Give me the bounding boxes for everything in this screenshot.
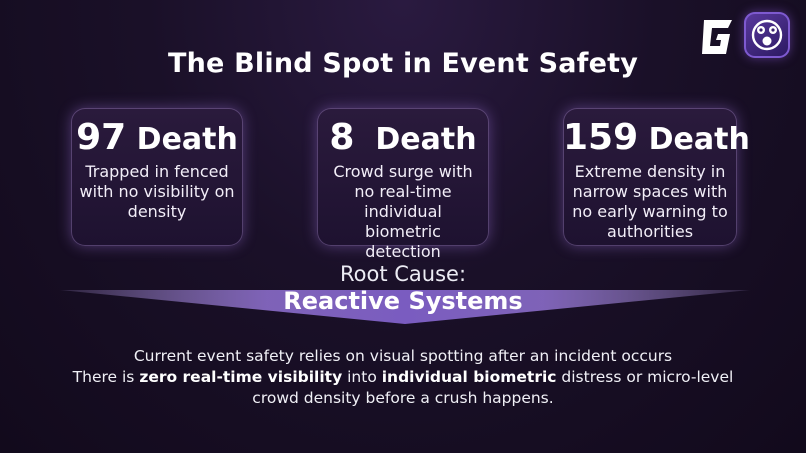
stat-unit: Death <box>375 122 477 157</box>
stat-headline: 97 Death <box>71 120 243 158</box>
body-line-2-prefix: There is <box>72 368 140 386</box>
body-line-3: crowd density before a crush happens. <box>252 389 554 407</box>
stat-number: 97 <box>76 117 127 158</box>
stat-unit: Death <box>136 122 238 157</box>
stat-headline: 8 Death <box>317 120 489 158</box>
root-cause-headline: Reactive Systems <box>283 287 523 315</box>
body-line-2-mid: into <box>342 368 382 386</box>
brand-g-logo-icon <box>702 20 732 54</box>
stat-description: Trapped in fenced with no visibility on … <box>79 162 235 221</box>
body-line-2-suffix: distress or micro-level <box>556 368 734 386</box>
crowd-sensor-icon <box>751 19 783 51</box>
page-title: The Blind Spot in Event Safety <box>167 48 638 79</box>
stat-number: 8 <box>329 117 355 158</box>
stat-headline: 159 Death <box>563 117 750 158</box>
stat-card-1: 97 Death Trapped in fenced with no visib… <box>71 108 243 246</box>
stat-card-2: 8 Death Crowd surge with no real-time in… <box>317 108 489 261</box>
body-emphasis-2: individual biometric <box>381 368 557 386</box>
root-cause-label: Root Cause: <box>339 262 467 286</box>
stat-unit: Death <box>648 122 750 157</box>
body-line-2: There is zero real-time visibility into … <box>60 367 746 388</box>
stat-description: Extreme density in narrow spaces with no… <box>572 162 728 241</box>
body-paragraph: Current event safety relies on visual sp… <box>60 346 746 409</box>
stat-number: 159 <box>563 117 639 158</box>
body-line-1: Current event safety relies on visual sp… <box>133 347 673 365</box>
stat-description: Crowd surge with no real-time individual… <box>333 162 473 261</box>
app-icon <box>744 12 790 58</box>
stat-card-3: 159 Death Extreme density in narrow spac… <box>563 108 750 246</box>
root-cause-banner <box>60 290 750 324</box>
body-emphasis-1: zero real-time visibility <box>139 368 343 386</box>
